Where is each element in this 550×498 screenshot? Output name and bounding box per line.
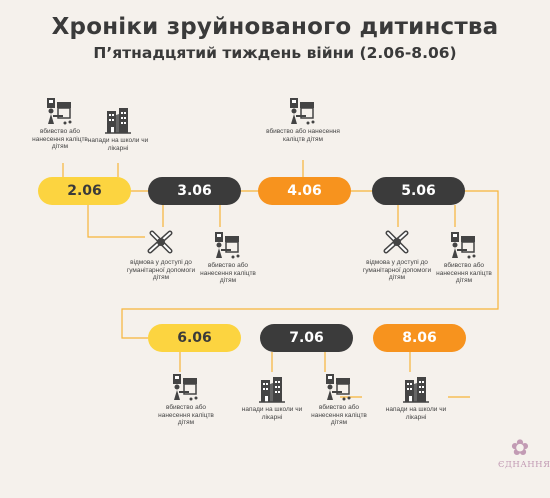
logo: ✿ ЄДНАННЯ (498, 436, 550, 471)
event-5-06-denial: відмова у доступі до гуманітарної допомо… (360, 227, 434, 282)
event-7-06-killing: вбивство або нанесення каліцтв дітям (303, 372, 375, 427)
killing-injury-icon (450, 231, 477, 260)
event-4-06-killing: вбивство або нанесення каліцтв дітям (266, 96, 340, 143)
killing-injury-icon (172, 373, 199, 402)
date-pill-6-06: 6.06 (148, 324, 241, 352)
date-pill-3-06: 3.06 (148, 177, 241, 205)
killing-injury-icon (289, 97, 316, 126)
event-2-06-killing: вбивство або нанесення каліцтв дітям (24, 96, 96, 151)
event-3-06-denial: відмова у доступі до гуманітарної допомо… (124, 227, 198, 282)
humanitarian-denial-icon (382, 227, 412, 257)
humanitarian-denial-icon (146, 227, 176, 257)
school-attack-icon (104, 107, 132, 134)
school-attack-icon (258, 376, 286, 403)
event-5-06-killing: вбивство або нанесення каліцтв дітям (428, 230, 500, 285)
killing-injury-icon (325, 373, 352, 402)
date-pill-2-06: 2.06 (38, 177, 131, 205)
page-subtitle: П’ятнадцятий тиждень війни (2.06-8.06) (93, 44, 457, 62)
event-2-06-attack-school: напади на школи чи лікарні (86, 105, 150, 152)
date-pill-5-06: 5.06 (372, 177, 465, 205)
logo-text: ЄДНАННЯ (498, 460, 550, 470)
event-8-06-attack-school: напади на школи чи лікарні (384, 374, 448, 421)
date-pill-4-06: 4.06 (258, 177, 351, 205)
school-attack-icon (402, 376, 430, 403)
killing-injury-icon (46, 97, 73, 126)
event-3-06-killing: вбивство або нанесення каліцтв дітям (192, 230, 264, 285)
date-pill-7-06: 7.06 (260, 324, 353, 352)
event-7-06-attack-school: напади на школи чи лікарні (240, 374, 304, 421)
flower-icon: ✿ (510, 436, 530, 461)
page-title: Хроніки зруйнованого дитинства (51, 14, 499, 40)
killing-injury-icon (214, 231, 241, 260)
event-6-06-killing: вбивство або нанесення каліцтв дітям (150, 372, 222, 427)
date-pill-8-06: 8.06 (373, 324, 466, 352)
